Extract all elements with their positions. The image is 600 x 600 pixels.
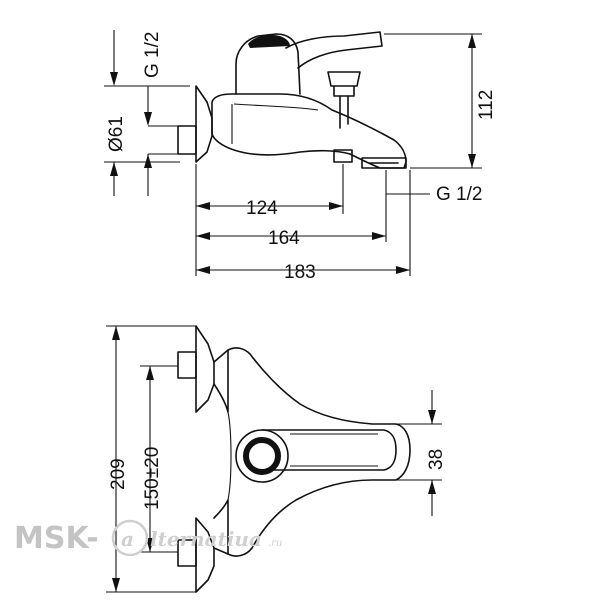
diverter-stem xyxy=(339,95,349,129)
dim-thread-top: G 1/2 xyxy=(104,30,190,196)
lower-connector xyxy=(177,539,197,567)
dim-124: 124 xyxy=(195,164,344,276)
body-contour xyxy=(231,103,319,144)
dim-diameter: Ø61 xyxy=(106,86,178,196)
cartridge-cap-outer xyxy=(235,429,289,483)
body-top-outline xyxy=(213,347,411,557)
dim-overall: 209 xyxy=(106,325,196,593)
side-view: G 1/2 Ø61 112 G 1/2 xyxy=(104,30,497,283)
upper-connector xyxy=(177,351,197,379)
dim-centres-label: 150±20 xyxy=(142,447,163,510)
dim-centres: 150±20 xyxy=(140,365,178,553)
spout-aerator xyxy=(361,157,407,169)
lever-top-inner xyxy=(290,433,378,467)
dim-thread-top-label: G 1/2 xyxy=(142,32,163,78)
dim-height-label: 112 xyxy=(476,90,497,120)
top-view: 209 150±20 38 xyxy=(106,325,447,593)
dim-thread-spout-label: G 1/2 xyxy=(436,184,482,205)
dim-handle-label: 38 xyxy=(426,449,447,470)
body-column xyxy=(213,349,229,555)
lever-top xyxy=(261,429,397,471)
cartridge-housing xyxy=(235,33,301,95)
dim-183-label: 183 xyxy=(284,262,316,283)
dim-thread-spout: G 1/2 xyxy=(385,170,482,242)
dim-164-label: 164 xyxy=(268,228,300,249)
upper-flange xyxy=(195,325,215,413)
dim-183: 183 xyxy=(196,170,411,283)
lower-flange xyxy=(195,517,215,593)
dim-overall-label: 209 xyxy=(108,458,129,490)
cartridge-cap-ring xyxy=(243,437,281,475)
wall-flange xyxy=(195,85,213,163)
dim-124-label: 124 xyxy=(246,198,278,219)
dim-height: 112 xyxy=(384,33,497,169)
dim-handle: 38 xyxy=(396,390,447,516)
dim-diameter-label: Ø61 xyxy=(106,116,127,152)
dim-164: 164 xyxy=(196,228,386,249)
lever-handle xyxy=(285,31,383,69)
cartridge-cap xyxy=(248,34,290,48)
body-column-inner xyxy=(227,411,232,501)
eccentric-connector xyxy=(177,125,197,155)
diverter-knob xyxy=(327,71,361,97)
shower-outlet xyxy=(333,149,353,163)
mixer-body xyxy=(211,93,407,169)
